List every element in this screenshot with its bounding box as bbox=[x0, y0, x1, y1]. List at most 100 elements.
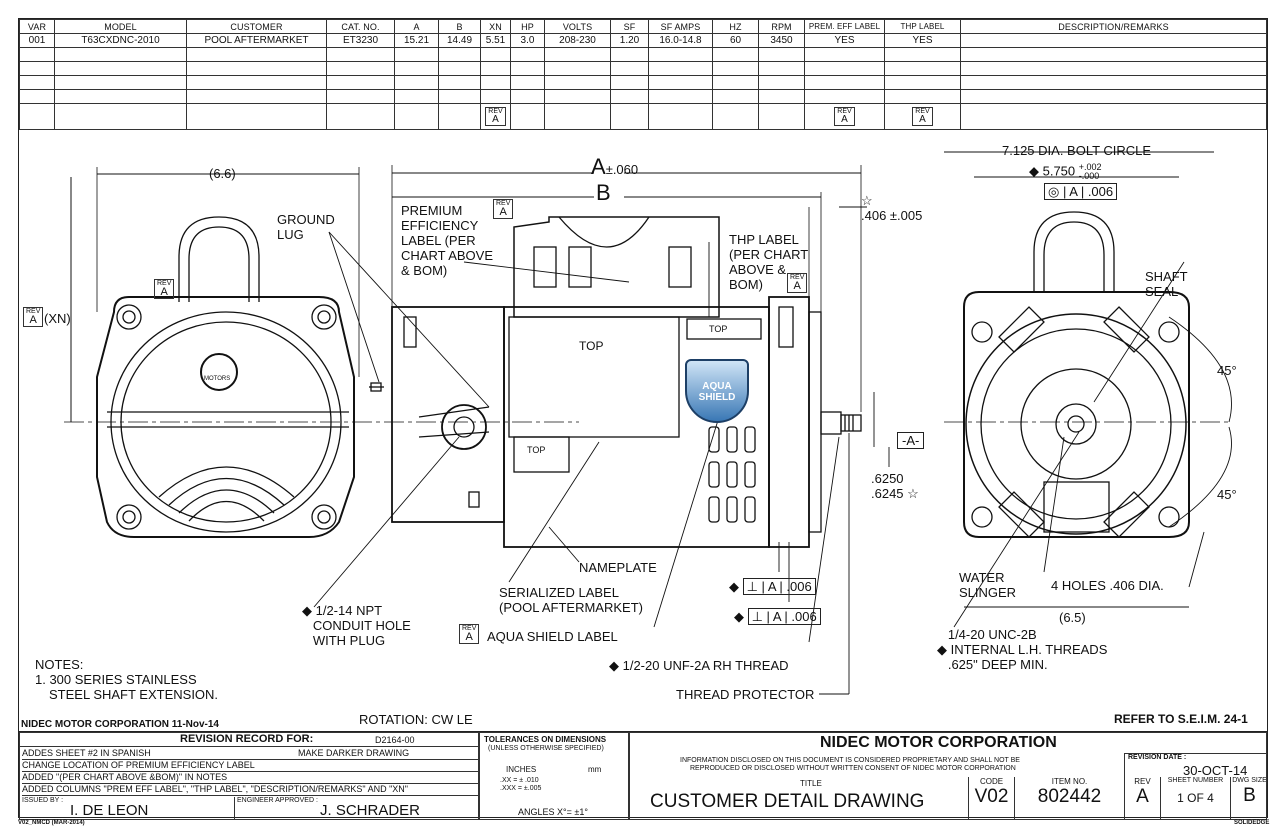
angle-bottom: 45° bbox=[1217, 487, 1237, 502]
revision-make-darker: MAKE DARKER DRAWING bbox=[298, 748, 410, 758]
tol-xx: .XX = ± .010 bbox=[500, 777, 539, 784]
datum-a-box: -A- bbox=[897, 432, 925, 449]
thread-label: ◆ 1/2-20 UNF-2A RH THREAD bbox=[609, 658, 789, 673]
rev-label: REV bbox=[1134, 777, 1151, 786]
sheet-value: 1 OF 4 bbox=[1177, 791, 1214, 805]
conduit-label: ◆ 1/2-14 NPT CONDUIT HOLE WITH PLUG bbox=[302, 603, 411, 648]
rev-value: A bbox=[1136, 786, 1149, 807]
top-label-3: TOP bbox=[527, 445, 546, 455]
cell-prem-eff: YES bbox=[804, 33, 885, 48]
cell-model: T63CXDNC-2010 bbox=[54, 33, 187, 48]
top-label-2: TOP bbox=[709, 324, 728, 334]
issued-by-label: ISSUED BY : bbox=[22, 797, 64, 804]
disclaimer-2: REPRODUCED OR DISCLOSED WITHOUT WRITTEN … bbox=[690, 765, 1016, 772]
notes-title: NOTES: bbox=[35, 657, 84, 672]
thread-protector-label: THREAD PROTECTOR bbox=[676, 687, 815, 702]
cell-cat-no: ET3230 bbox=[326, 33, 395, 48]
revision-doc: D2164-00 bbox=[375, 735, 415, 745]
item-label: ITEM NO. bbox=[1051, 777, 1088, 786]
spec-empty-row bbox=[19, 89, 1267, 104]
spec-data-row: 001 T63CXDNC-2010 POOL AFTERMARKET ET323… bbox=[19, 33, 1267, 48]
unc-thread-label: 1/4-20 UNC-2B◆ INTERNAL L.H. THREADS .62… bbox=[937, 627, 1108, 672]
form-id: V02_NMCD (MAR-2014) bbox=[18, 820, 85, 826]
tolerances-unless: (UNLESS OTHERWISE SPECIFIED) bbox=[488, 745, 604, 752]
col-volts: VOLTS bbox=[544, 19, 611, 34]
cell-xn: 5.51 bbox=[480, 33, 511, 48]
drawing-sheet: VAR MODEL CUSTOMER CAT. NO. A B XN HP VO… bbox=[18, 18, 1268, 820]
serialized-label: SERIALIZED LABEL(POOL AFTERMARKET) bbox=[499, 585, 643, 615]
cell-hz: 60 bbox=[712, 33, 759, 48]
col-model: MODEL bbox=[54, 19, 187, 34]
dim-pilot: ◆ 5.750 +.002-.000 bbox=[1029, 162, 1102, 181]
issued-by: I. DE LEON bbox=[70, 802, 149, 819]
engineer-label: ENGINEER APPROVED : bbox=[237, 797, 318, 804]
cell-description bbox=[960, 33, 1267, 48]
dim-a: A±.060 bbox=[591, 154, 639, 179]
tol-inches: INCHES bbox=[506, 765, 537, 774]
cell-hp: 3.0 bbox=[510, 33, 545, 48]
rev-date-label: REVISION DATE : bbox=[1128, 754, 1187, 761]
cell-sf-amps: 16.0-14.8 bbox=[648, 33, 713, 48]
rotation: ROTATION: CW LE bbox=[359, 712, 473, 727]
size-value: B bbox=[1243, 785, 1256, 806]
top-label-1: TOP bbox=[579, 339, 604, 353]
sheet-label: SHEET NUMBER bbox=[1167, 777, 1224, 784]
tolerances-block: TOLERANCES ON DIMENSIONS (UNLESS OTHERWI… bbox=[479, 732, 629, 820]
engineer: J. SCHRADER bbox=[320, 802, 421, 819]
note-1: 1. 300 SERIES STAINLESS bbox=[35, 672, 197, 687]
col-prem-eff: PREM. EFF LABEL bbox=[804, 19, 885, 34]
dim-xn: (XN) bbox=[44, 311, 71, 326]
cell-sf: 1.20 bbox=[610, 33, 649, 48]
left-end-view bbox=[96, 216, 384, 538]
code-label: CODE bbox=[979, 777, 1004, 786]
spec-empty-row bbox=[19, 61, 1267, 76]
cell-thp: YES bbox=[884, 33, 961, 48]
spec-empty-row bbox=[19, 75, 1267, 90]
spec-table: VAR MODEL CUSTOMER CAT. NO. A B XN HP VO… bbox=[19, 19, 1267, 130]
revision-line: ADDED COLUMNS "PREM EFF LABEL", "THP LAB… bbox=[22, 784, 478, 796]
spec-header-row: VAR MODEL CUSTOMER CAT. NO. A B XN HP VO… bbox=[19, 19, 1267, 34]
col-a: A bbox=[394, 19, 439, 34]
cell-b: 14.49 bbox=[438, 33, 481, 48]
revision-record-title: REVISION RECORD FOR: bbox=[180, 733, 314, 745]
aqua-shield-label: AQUA SHIELD LABEL bbox=[487, 629, 618, 644]
col-description: DESCRIPTION/REMARKS bbox=[960, 19, 1267, 34]
cell-customer: POOL AFTERMARKET bbox=[186, 33, 327, 48]
software-id: SOLIDEDGE bbox=[1234, 820, 1270, 826]
company-date: NIDEC MOTOR CORPORATION 11-Nov-14 bbox=[21, 719, 219, 730]
dim-406: ☆.406 ±.005 bbox=[861, 193, 923, 223]
code-value: V02 bbox=[974, 786, 1009, 807]
tol-mm: mm bbox=[588, 765, 602, 774]
dim-b: B bbox=[596, 180, 611, 205]
company-block: NIDEC MOTOR CORPORATION INFORMATION DISC… bbox=[629, 732, 1267, 820]
note-1-cont: STEEL SHAFT EXTENSION. bbox=[49, 687, 219, 702]
right-end-view bbox=[963, 211, 1190, 538]
cell-rpm: 3450 bbox=[758, 33, 805, 48]
perp-frame-2: ◆ ⊥ | A | .006 bbox=[734, 608, 821, 625]
cell-a: 15.21 bbox=[394, 33, 439, 48]
dim-bolt-circle: 7.125 DIA. BOLT CIRCLE bbox=[1002, 143, 1152, 158]
disclaimer-1: INFORMATION DISCLOSED ON THIS DOCUMENT I… bbox=[680, 757, 1020, 764]
col-var: VAR bbox=[19, 19, 55, 34]
tol-angles: ANGLES X°= ±1° bbox=[518, 807, 588, 817]
holes-label: 4 HOLES .406 DIA. bbox=[1051, 578, 1164, 593]
cell-var: 001 bbox=[19, 33, 55, 48]
col-sf-amps: SF AMPS bbox=[648, 19, 713, 34]
cell-volts: 208-230 bbox=[544, 33, 611, 48]
revision-line: ADDES SHEET #2 IN SPANISH bbox=[22, 748, 478, 760]
col-hp: HP bbox=[510, 19, 545, 34]
perp-frame-1: ◆ ⊥ | A | .006 bbox=[729, 578, 816, 595]
